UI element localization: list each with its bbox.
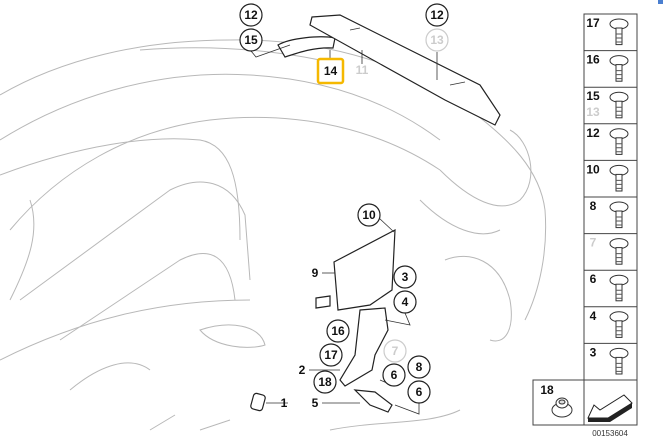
svg-text:1: 1 — [281, 396, 288, 410]
grommet-part-1[interactable] — [250, 392, 266, 412]
callout-8[interactable]: 8 — [407, 355, 431, 379]
legend-num-17: 17 — [586, 16, 600, 30]
svg-text:3: 3 — [402, 270, 409, 284]
legend-num-8: 8 — [590, 199, 597, 213]
legend-num-18: 18 — [540, 383, 554, 397]
svg-text:6: 6 — [391, 368, 398, 382]
callout-12[interactable]: 12 — [239, 3, 263, 27]
callout-10[interactable]: 10 — [357, 203, 381, 227]
trim-strip-part-14[interactable] — [277, 36, 336, 58]
expanding-nut-icon — [609, 18, 629, 46]
callout-11[interactable]: 11 — [356, 63, 369, 77]
legend-num-15: 15 — [586, 89, 600, 103]
bracket-part-5[interactable] — [353, 389, 393, 413]
corner-mark — [658, 0, 663, 4]
svg-text:4: 4 — [402, 295, 409, 309]
legend-num-4: 4 — [590, 309, 597, 323]
svg-text:10: 10 — [362, 208, 376, 222]
svg-text:15: 15 — [244, 33, 258, 47]
car-outline — [0, 39, 547, 431]
callout-2[interactable]: 2 — [299, 363, 306, 377]
callout-4[interactable]: 4 — [393, 290, 417, 314]
expanding-rivet-icon — [609, 128, 629, 155]
svg-text:7: 7 — [392, 344, 399, 358]
callout-17[interactable]: 17 — [319, 343, 343, 367]
bracket-part-2[interactable] — [340, 308, 389, 387]
callout-13[interactable]: 13 — [425, 28, 449, 52]
legend-num-16: 16 — [586, 53, 600, 67]
svg-text:11: 11 — [356, 63, 369, 77]
callout-5[interactable]: 5 — [312, 396, 319, 410]
hex-washer-screw-icon — [609, 238, 629, 265]
washer-screw-icon — [609, 55, 629, 82]
hex-bolt-icon — [609, 347, 629, 375]
legend-num-6: 6 — [590, 272, 597, 286]
svg-text:12: 12 — [430, 8, 444, 22]
svg-text:17: 17 — [324, 348, 338, 362]
phillips-screw-icon — [609, 164, 629, 192]
callout-14-highlighted[interactable]: 14 — [316, 57, 345, 85]
push-clip-icon — [609, 91, 629, 119]
callout-1[interactable]: 1 — [281, 396, 288, 410]
callout-9[interactable]: 9 — [312, 266, 319, 280]
svg-text:5: 5 — [312, 396, 319, 410]
callout-18[interactable]: 18 — [313, 370, 337, 394]
legend-sub-13: 13 — [586, 105, 600, 119]
svg-text:2: 2 — [299, 363, 306, 377]
callout-6[interactable]: 6 — [407, 380, 431, 404]
svg-text:12: 12 — [244, 8, 258, 22]
svg-text:6: 6 — [416, 385, 423, 399]
legend-num-12: 12 — [586, 126, 600, 140]
callout-3[interactable]: 3 — [393, 265, 417, 289]
legend-num-3: 3 — [590, 345, 597, 359]
callout-7[interactable]: 7 — [383, 339, 407, 363]
diagram-code: 00153604 — [592, 429, 628, 438]
leader-lines — [250, 44, 438, 415]
svg-text:18: 18 — [318, 375, 332, 389]
legend-num-7: 7 — [590, 236, 597, 250]
svg-text:14: 14 — [324, 64, 338, 78]
callout-6[interactable]: 6 — [382, 363, 406, 387]
svg-text:8: 8 — [416, 360, 423, 374]
callout-16[interactable]: 16 — [326, 319, 350, 343]
callout-15[interactable]: 15 — [239, 28, 263, 52]
hex-screw-icon — [609, 201, 629, 229]
spring-nut-icon — [609, 274, 629, 302]
direction-arrow-icon — [587, 394, 633, 422]
trim-panel-part-9[interactable] — [315, 228, 396, 311]
svg-text:13: 13 — [430, 33, 444, 47]
svg-text:9: 9 — [312, 266, 319, 280]
hex-nut-icon — [551, 397, 573, 418]
clip-nut-icon — [609, 311, 629, 338]
callout-12[interactable]: 12 — [425, 3, 449, 27]
roof-trim-part-11[interactable] — [309, 14, 501, 126]
fastener-legend: 17 16 15 13 12 10 8 7 6 4 3 18 00153604 — [532, 13, 638, 438]
svg-text:16: 16 — [331, 324, 345, 338]
legend-num-10: 10 — [586, 162, 600, 176]
